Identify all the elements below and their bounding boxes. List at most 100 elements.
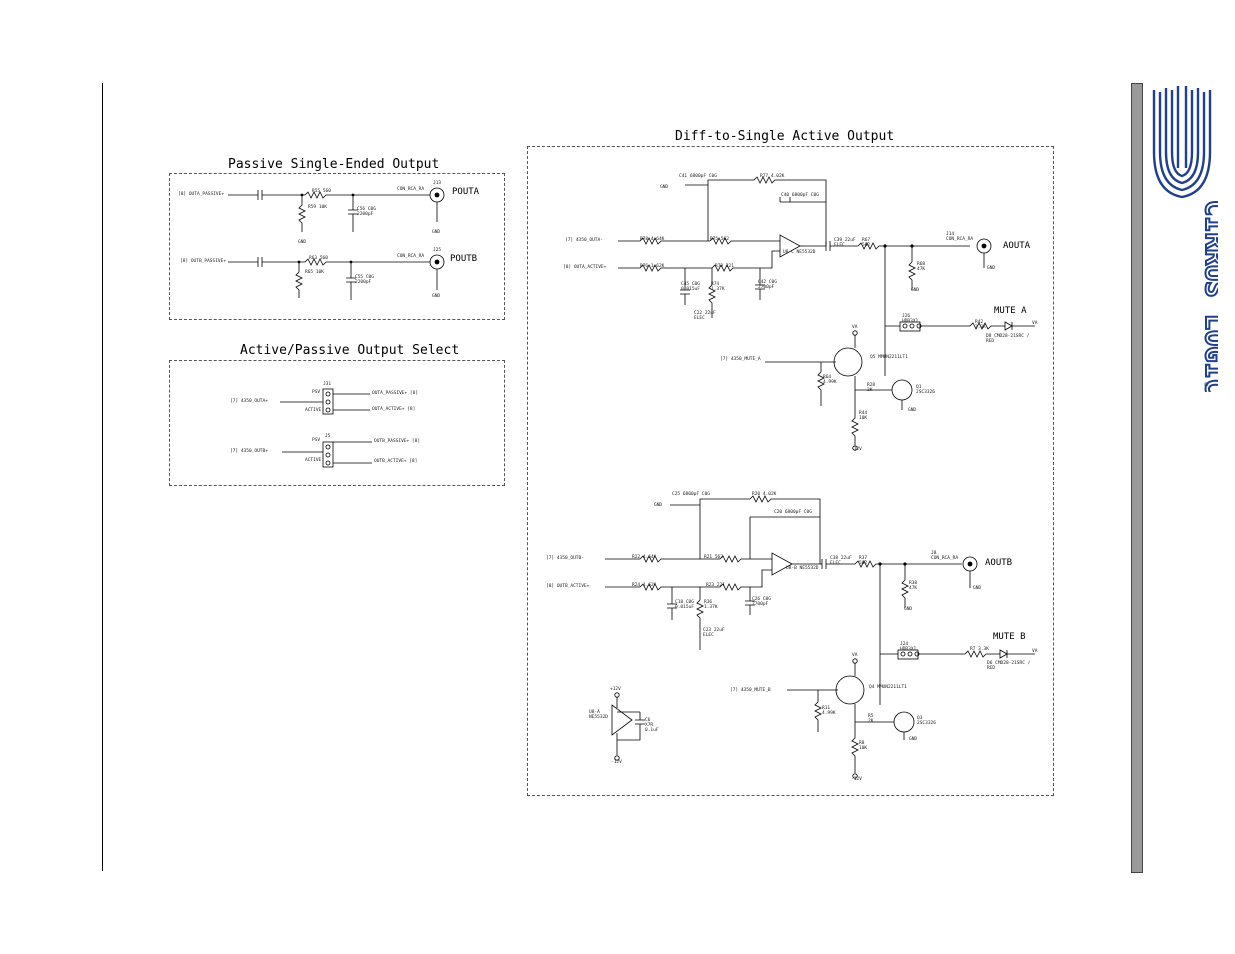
j25-label: J25 — [433, 248, 442, 253]
q5-label: Q5 MMUN2211LT1 — [870, 355, 908, 360]
r11-label: R11 4.99K — [822, 706, 836, 716]
gnd-a1-label: GND — [660, 185, 669, 190]
passive-output-box — [169, 173, 505, 320]
r20-label: R20 4.02K — [752, 492, 777, 497]
neg12-b-label: -12V — [851, 777, 862, 782]
j13-label: J13 — [433, 181, 442, 186]
j5-psv-label: PSV — [312, 438, 321, 443]
r64-label: R64 4.99K — [823, 375, 837, 385]
net-outb-passive: [8] OUTB_PASSIVE+ — [180, 259, 227, 264]
j31-psv-label: PSV — [312, 390, 321, 395]
c40-label: C40 6800pF C0G — [781, 193, 819, 198]
neg12-u8a-label: -12V — [611, 760, 622, 765]
r75-label: R75 562 — [710, 237, 729, 242]
net-outa-passive-out: OUTA_PASSIVE+ [8] — [372, 391, 419, 396]
r8-label: R8 10K — [859, 741, 868, 751]
pos12-label: +12V — [610, 687, 621, 692]
c23-label: C23 22uF ELEC — [703, 628, 725, 638]
net-outa-active-out: OUTA_ACTIVE+ [8] — [372, 407, 416, 412]
va-b2-label: VA — [1032, 649, 1038, 654]
r44-label: R44 10K — [859, 411, 868, 421]
d8-label: D8 CMD28-21SRC / RED — [986, 334, 1030, 344]
q1-label: Q1 2SC3326 — [916, 385, 935, 395]
q3-label: Q3 2SC3326 — [917, 716, 936, 726]
r73-label: R73 221 — [715, 264, 734, 269]
mute-b-label: MUTE B — [993, 632, 1026, 642]
gnd-b2-label: GND — [904, 607, 913, 612]
r5-label: R5 2K — [868, 714, 874, 724]
cirrus-logic-logo: CIRRUS LOGIC ® — [1152, 86, 1218, 392]
aouta-label: AOUTA — [1003, 241, 1031, 251]
pouta-label: POUTA — [452, 187, 480, 197]
c39-label: C39 22uF ELEC — [834, 238, 856, 248]
r36-label: R36 1.37K — [704, 600, 718, 610]
select-output-title: Active/Passive Output Select — [240, 343, 460, 358]
r21-label: R21 562 — [704, 555, 723, 560]
c22-label: C22 22uF ELEC — [694, 311, 716, 321]
net-outb-active-in: [8] OUTB_ACTIVE+ — [546, 584, 590, 589]
c42-label: C42 C0G 2700pF — [758, 280, 777, 290]
r24-label: R24 1.62K — [632, 583, 657, 588]
j31-active-label: ACTIVE — [305, 408, 322, 413]
gnd-b3-label: GND — [973, 586, 982, 591]
r28-label: R28 2K — [867, 383, 876, 393]
j25-type-label: CON_RCA_RA — [397, 254, 425, 259]
c45-label: C45 C0G 0.015uF — [681, 282, 700, 292]
c41-label: C41 6800pF C0G — [679, 174, 717, 179]
net-4350-mute-a: [7] 4350_MUTE_A — [720, 357, 761, 362]
passive-output-title: Passive Single-Ended Output — [228, 157, 440, 172]
gnd-j13-label: GND — [432, 230, 441, 235]
r63-label: R63 560 — [309, 256, 328, 261]
net-outa-active-in: [8] OUTA_ACTIVE+ — [563, 265, 607, 270]
r7-label: R7 3.3K — [970, 647, 989, 652]
va-a-label: VA — [852, 325, 858, 330]
u8c-label: U8-C NE5532D — [783, 250, 816, 255]
va-a2-label: VA — [1032, 321, 1038, 326]
c26-label: C26 C0G 2700pF — [752, 597, 771, 607]
r22-label: R22 4.64K — [632, 555, 657, 560]
net-4350-outa-minus: [7] 4350_OUTA- — [565, 238, 603, 243]
r38-label: R38 47K — [909, 581, 918, 591]
j31-label: J31 — [323, 382, 332, 387]
net-4350-outb-minus: [7] 4350_OUTB- — [546, 556, 584, 561]
aoutb-label: AOUTB — [985, 558, 1013, 568]
c6-label: C6 X7R 0.1uF — [645, 718, 659, 733]
c25-label: C25 6800pF C0G — [672, 492, 710, 497]
d6-label: D6 CMD28-21SRC / RED — [987, 661, 1031, 671]
r67-label: R67 562 — [862, 238, 871, 248]
j24-label: J24 HDR3X1 — [900, 642, 917, 652]
net-4350-outb-plus: [7] 4350_OUTB+ — [230, 449, 268, 454]
logo-wordmark: CIRRUS LOGIC — [1198, 199, 1218, 392]
r65-label: R65 10K — [305, 270, 324, 275]
gnd-b4-label: GND — [909, 737, 918, 742]
c56-label: C56 C0G 2200pF — [357, 207, 376, 217]
r55-label: R55 560 — [312, 189, 331, 194]
active-output-title: Diff-to-Single Active Output — [675, 129, 895, 144]
gnd-b1-label: GND — [654, 503, 663, 508]
gnd-a3-label: GND — [987, 266, 996, 271]
poutb-label: POUTB — [450, 254, 478, 264]
net-4350-mute-b: [7] 4350_MUTE_B — [730, 688, 771, 693]
mute-a-label: MUTE A — [994, 306, 1027, 316]
net-outb-passive-out: OUTB_PASSIVE+ [8] — [374, 439, 421, 444]
gnd-a2-label: GND — [911, 288, 920, 293]
r68-label: R68 47K — [917, 262, 926, 272]
r42-label: R42 3.3K — [975, 320, 986, 330]
gnd-r59-label: GND — [298, 240, 307, 245]
logo-text: CIRRUS LOGIC — [1199, 200, 1218, 392]
q4-label: Q4 MMUN2211LT1 — [869, 685, 907, 690]
j14-label: J14 CON_RCA_RA — [946, 232, 974, 242]
c38-label: C38 22uF ELEC — [830, 556, 852, 566]
j5-label: J5 — [325, 434, 331, 439]
c20-label: C20 6800pF C0G — [774, 510, 812, 515]
net-outa-passive: [8] OUTA_PASSIVE+ — [178, 192, 225, 197]
c18-label: C18 C0G 0.015uF — [675, 600, 694, 610]
gnd-j25-label: GND — [432, 294, 441, 299]
title-block-strip — [1131, 83, 1143, 873]
active-output-box — [527, 146, 1054, 796]
j5-active-label: ACTIVE — [305, 458, 322, 463]
select-output-box — [169, 360, 505, 486]
net-4350-outa-plus: [7] 4350_OUTA+ — [230, 399, 268, 404]
va-b-label: VA — [852, 653, 858, 658]
